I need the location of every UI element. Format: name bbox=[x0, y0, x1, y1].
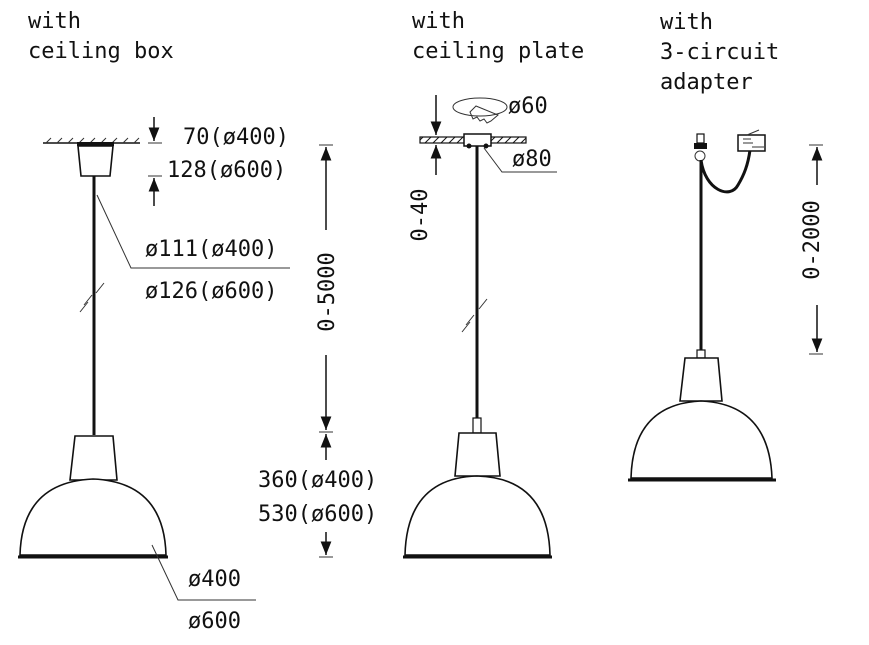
box-flange bbox=[77, 142, 114, 146]
ceiling-box-icon bbox=[77, 145, 114, 177]
break-mark-icon bbox=[79, 282, 105, 313]
box-diameter-label: ø111(ø400) bbox=[145, 237, 277, 262]
hole-outline-icon bbox=[452, 97, 508, 117]
ceiling-hatch-icon bbox=[45, 137, 140, 144]
hook-icon bbox=[694, 150, 706, 162]
title-line: adapter bbox=[660, 70, 753, 95]
shade-height-label: 530(ø600) bbox=[258, 502, 377, 527]
lamp-adapter: 0-2000 bbox=[628, 129, 825, 482]
title-line: with bbox=[28, 9, 81, 34]
box-diameter-label: ø126(ø600) bbox=[145, 279, 277, 304]
cable-length-label: 0-5000 bbox=[315, 252, 340, 331]
shade-dome bbox=[404, 475, 551, 556]
lamp-ceiling-plate: ø60 ø80 0-40 bbox=[403, 94, 557, 559]
title-ceiling-box: with ceiling box bbox=[28, 9, 174, 64]
shade-diameter-label: ø400 bbox=[188, 567, 241, 592]
title-adapter: with 3-circuit adapter bbox=[660, 10, 779, 95]
box-height-label: 128(ø600) bbox=[167, 158, 286, 183]
shade-dome bbox=[19, 478, 167, 556]
title-ceiling-plate: with ceiling plate bbox=[412, 9, 584, 64]
title-line: 3-circuit bbox=[660, 40, 779, 65]
plate-diameter-label: ø80 bbox=[512, 147, 552, 172]
plate-dia-leader bbox=[483, 147, 557, 173]
title-line: ceiling box bbox=[28, 39, 174, 64]
cable-length-label: 0-2000 bbox=[800, 200, 825, 279]
adapter-top bbox=[696, 133, 705, 144]
title-line: ceiling plate bbox=[412, 39, 584, 64]
title-line: with bbox=[412, 9, 465, 34]
shade-diameter-label: ø600 bbox=[188, 609, 241, 634]
shade-dome bbox=[630, 400, 773, 479]
box-dia-leader bbox=[96, 194, 290, 269]
ceiling-thickness-label: 0-40 bbox=[408, 189, 433, 242]
saw-icon bbox=[469, 105, 499, 124]
shade-neck bbox=[454, 432, 501, 477]
shade-neck bbox=[69, 435, 118, 481]
lamp-ceiling-box: 70(ø400) 128(ø600) ø111(ø400) ø126(ø600)… bbox=[18, 117, 377, 634]
title-line: with bbox=[660, 10, 713, 35]
hole-diameter-label: ø60 bbox=[508, 94, 548, 119]
adapter-cable bbox=[699, 149, 752, 194]
shade-neck bbox=[679, 357, 723, 402]
box-height-label: 70(ø400) bbox=[183, 125, 289, 150]
shade-height-label: 360(ø400) bbox=[258, 468, 377, 493]
shade-dia-leader bbox=[151, 544, 256, 601]
break-mark-icon bbox=[461, 298, 488, 333]
